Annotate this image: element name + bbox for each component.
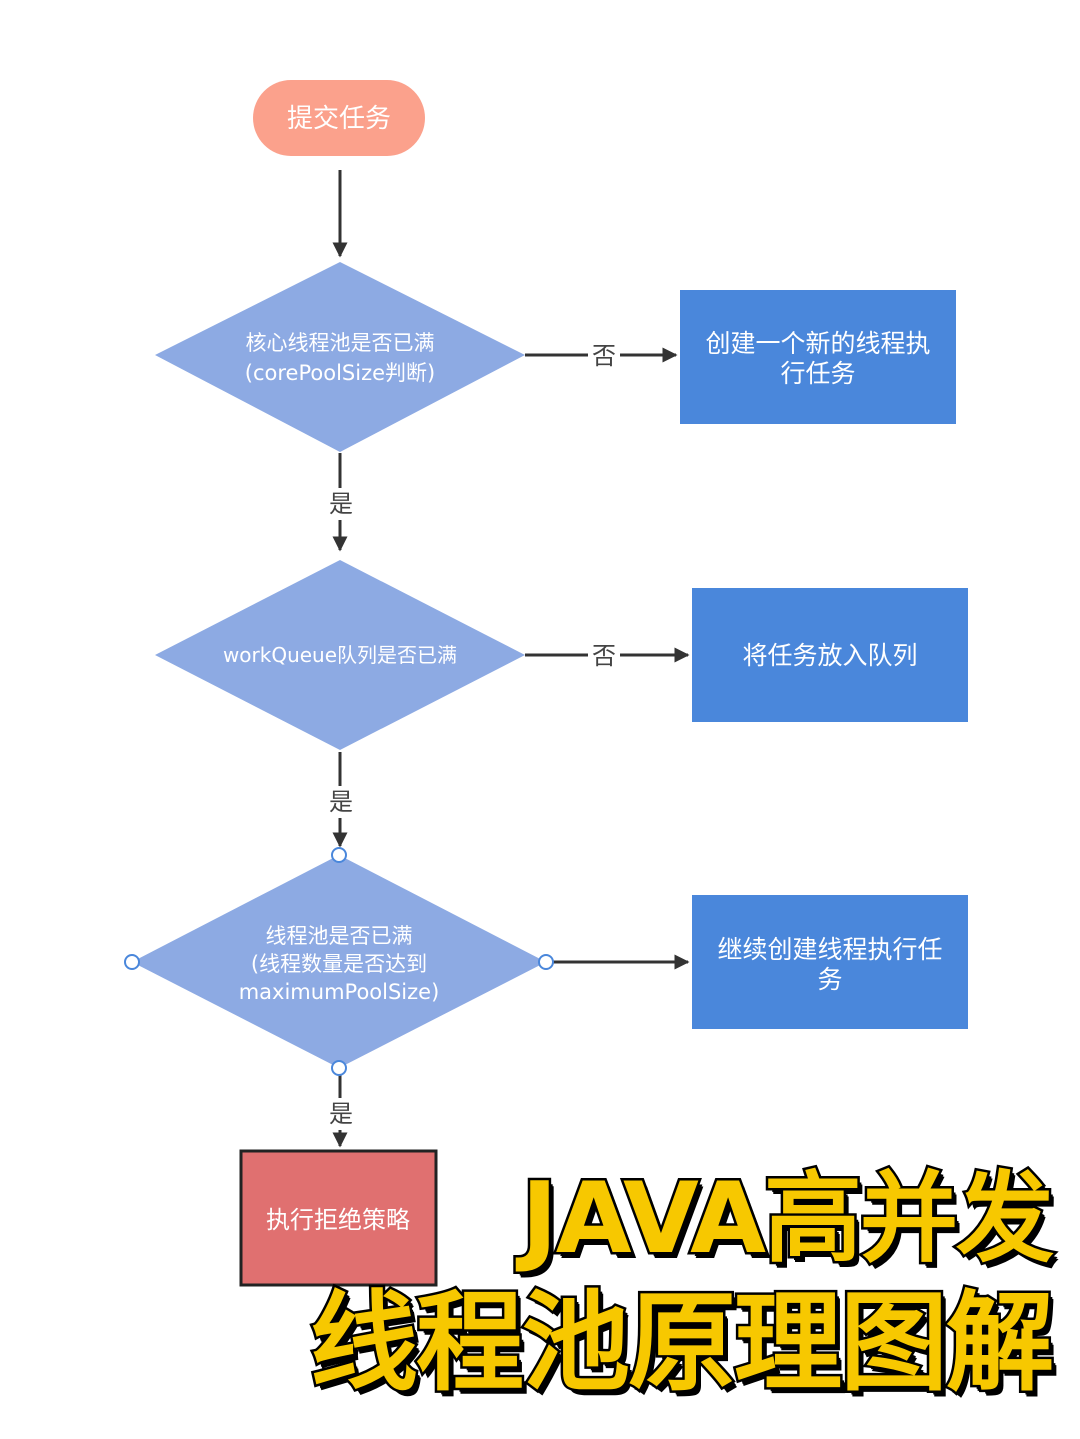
action1-line2: 行任务 (780, 359, 855, 388)
edge-label-yes-2: 是 (329, 788, 353, 816)
decision2-line1: workQueue队列是否已满 (223, 643, 457, 667)
decision-work-queue-full (155, 560, 525, 750)
action-continue-create-thread (692, 895, 968, 1029)
reject-policy-node (239, 1149, 438, 1287)
action-create-thread (680, 290, 956, 424)
title-line-2: 线程池原理图解 (307, 1281, 1056, 1406)
edge-label-no-1: 否 (592, 342, 616, 370)
decision-max-pool-full (132, 855, 546, 1068)
action-enqueue-task (692, 588, 968, 722)
action2-line1: 将任务放入队列 (742, 641, 917, 670)
edge-label-no-2: 否 (592, 642, 616, 670)
action3-line2: 务 (817, 965, 842, 994)
decision3-line3: maximumPoolSize) (239, 980, 440, 1004)
decision1-line2: (corePoolSize判断) (245, 361, 435, 385)
edge-label-yes-3: 是 (329, 1100, 353, 1128)
connection-handle-right[interactable] (538, 954, 554, 970)
connection-handle-bottom[interactable] (331, 1060, 347, 1076)
start-node-label: 提交任务 (287, 104, 391, 134)
title-line-1: JAVA高并发 (519, 1162, 1057, 1276)
decision3-line1: 线程池是否已满 (266, 924, 413, 948)
action1-line1: 创建一个新的线程执 (705, 329, 930, 358)
decision3-line2: (线程数量是否达到 (251, 952, 427, 976)
reject-node-label: 执行拒绝策略 (266, 1206, 410, 1234)
start-node (253, 80, 425, 156)
edge-label-yes-1: 是 (329, 490, 353, 518)
decision-core-pool-full (155, 262, 525, 452)
decision1-line1: 核心线程池是否已满 (246, 331, 435, 355)
connection-handle-left[interactable] (124, 954, 140, 970)
connection-handle-top[interactable] (331, 847, 347, 863)
action3-line1: 继续创建线程执行任 (717, 935, 942, 964)
